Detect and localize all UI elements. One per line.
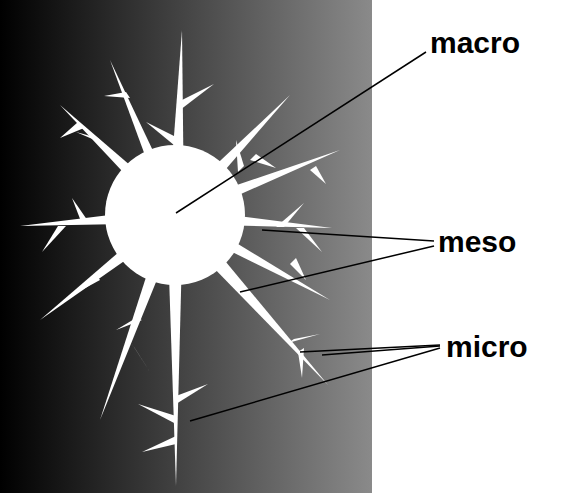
pore-shape [20, 30, 340, 486]
scale-label: meso [438, 225, 516, 259]
gradient-ground [0, 0, 372, 493]
leader-lines [176, 52, 440, 421]
scale-label: micro [446, 330, 528, 364]
scale-label: macro [430, 26, 520, 60]
